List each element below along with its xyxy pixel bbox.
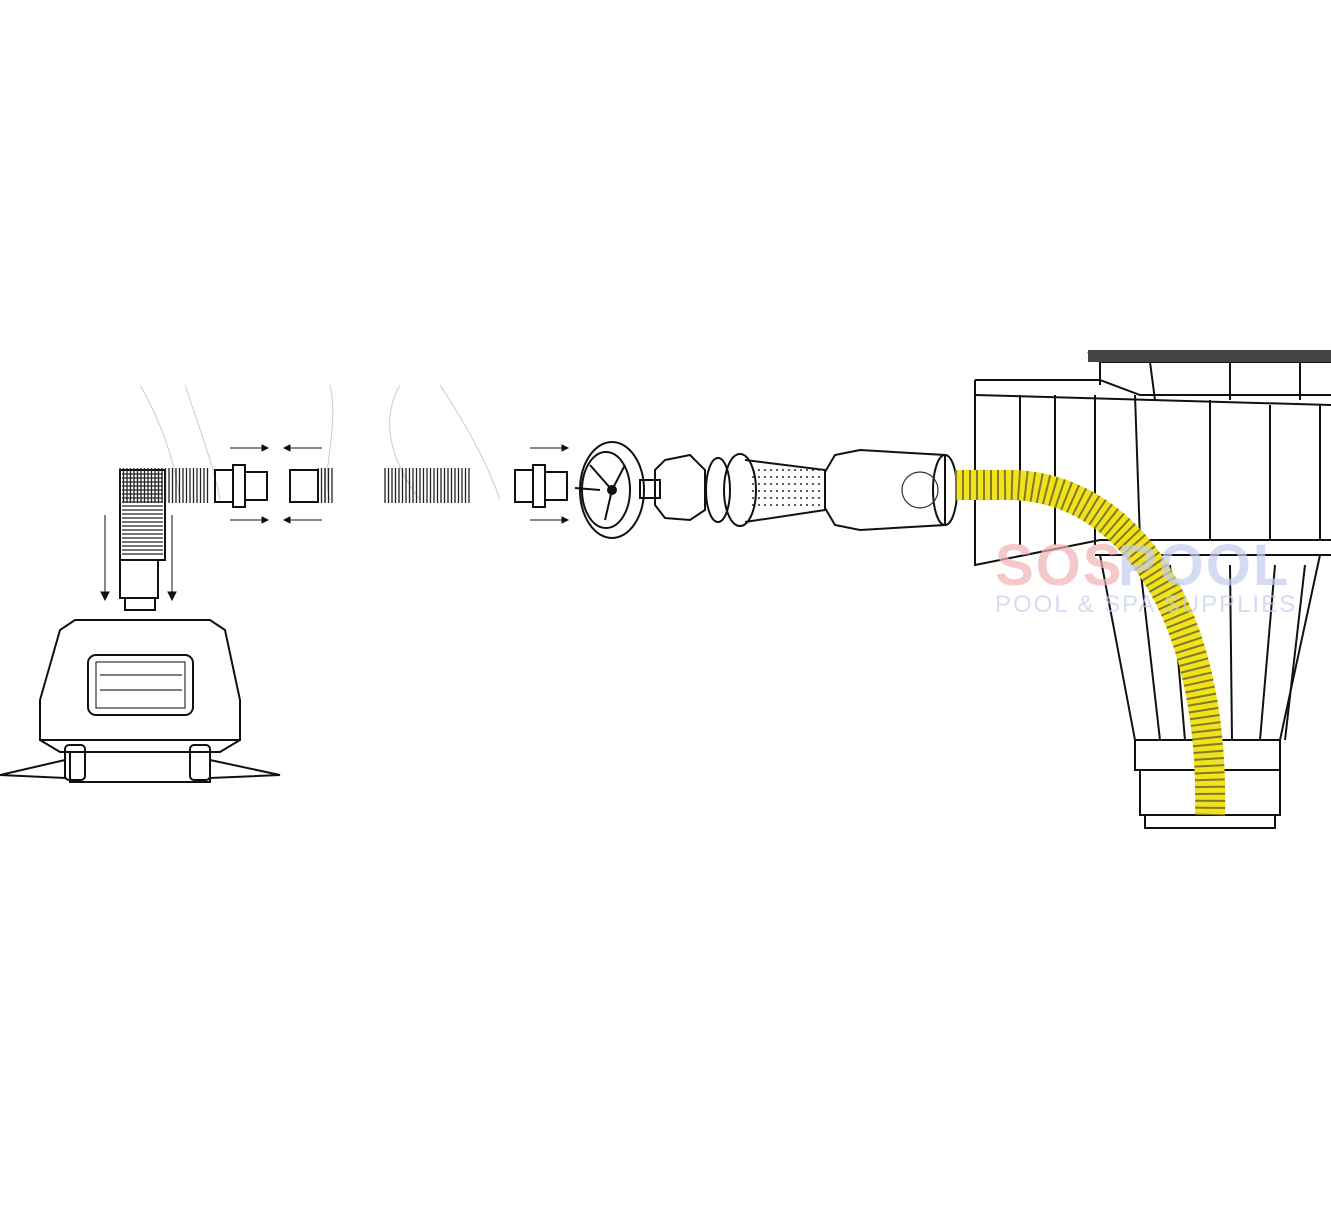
watermark-logo: SOS POOL POOL & SPA SUPPLIES — [995, 533, 1297, 618]
regulator-valve — [574, 441, 645, 539]
leaf-canister — [639, 448, 958, 532]
pool-cleaner — [0, 619, 281, 783]
hose-sections — [119, 464, 568, 508]
hands-illustration — [139, 384, 501, 501]
watermark-tagline: POOL & SPA SUPPLIES — [995, 591, 1297, 618]
direction-arrows — [100, 444, 570, 602]
highlighted-skimmer-hose — [955, 469, 1226, 816]
watermark-brand-part2: POOL — [1118, 533, 1290, 598]
watermark-brand-part1: SOS — [995, 533, 1124, 598]
cleaner-hose-segment — [119, 469, 166, 611]
